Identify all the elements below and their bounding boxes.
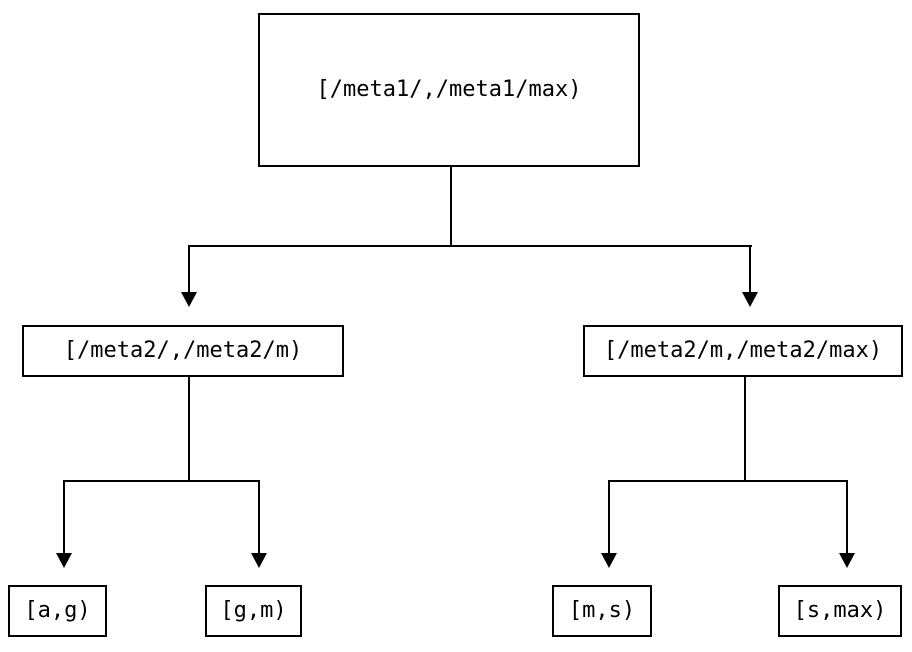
connector-meta2-high-to-leaf-smax	[846, 480, 848, 553]
connector-meta2-low-to-leaf-gm	[258, 480, 260, 553]
arrowhead-to-leaf-m-s	[601, 553, 617, 568]
node-leaf-m-s: [m,s)	[552, 585, 652, 637]
connector-root-to-left-branch	[188, 245, 190, 292]
node-root-meta1-range: [/meta1/,/meta1/max)	[258, 13, 640, 167]
connector-root-to-right-branch	[749, 245, 751, 292]
connector-meta2-low-to-leaf-ag	[63, 480, 65, 553]
node-leaf-a-g: [a,g)	[8, 585, 107, 637]
arrowhead-to-meta2-low	[181, 292, 197, 307]
connector-meta2-high-horizontal	[608, 480, 848, 482]
arrowhead-to-leaf-g-m	[251, 553, 267, 568]
connector-meta2-low-horizontal	[63, 480, 260, 482]
connector-root-drop	[450, 167, 452, 246]
arrowhead-to-leaf-a-g	[56, 553, 72, 568]
node-meta2-low-range: [/meta2/,/meta2/m)	[22, 325, 344, 377]
connector-meta2-high-drop	[744, 377, 746, 481]
arrowhead-to-leaf-s-max	[839, 553, 855, 568]
connector-root-horizontal	[188, 245, 752, 247]
connector-meta2-low-drop	[188, 377, 190, 481]
connector-meta2-high-to-leaf-ms	[608, 480, 610, 553]
node-meta2-high-range: [/meta2/m,/meta2/max)	[583, 325, 903, 377]
node-leaf-g-m: [g,m)	[205, 585, 302, 637]
node-leaf-s-max: [s,max)	[778, 585, 902, 637]
arrowhead-to-meta2-high	[742, 292, 758, 307]
